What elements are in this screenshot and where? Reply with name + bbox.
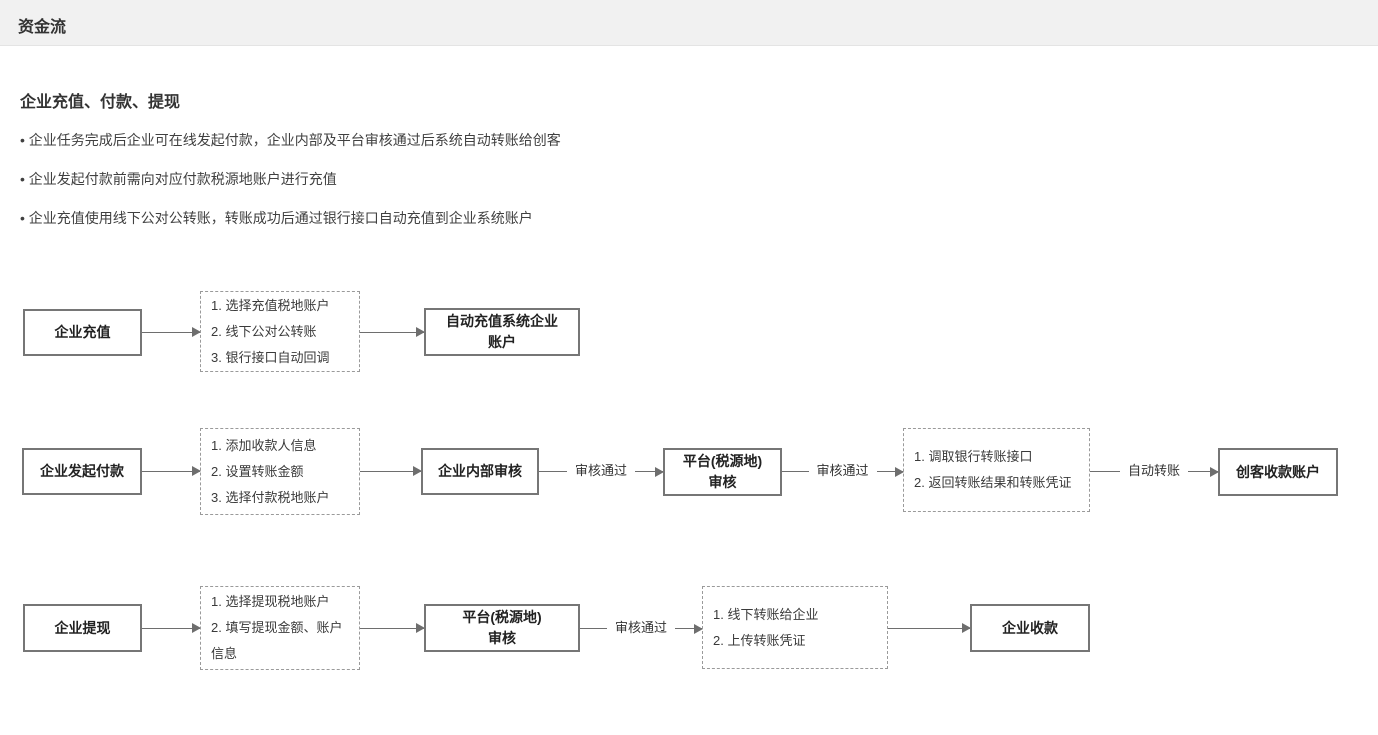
arrow-label: 审核通过 [575, 463, 628, 478]
node-internal-review: 企业内部审核 [421, 448, 539, 495]
flow-arrow [888, 623, 971, 633]
flow-arrow-labeled: 自动转账 [1090, 461, 1219, 481]
step-line: 2. 线下公对公转账 [211, 323, 317, 339]
arrow-label: 审核通过 [615, 620, 668, 635]
steps-payment: 1. 添加收款人信息 2. 设置转账金额 3. 选择付款税地账户 [200, 428, 360, 515]
node-maker-receiving-account: 创客收款账户 [1218, 448, 1338, 496]
node-label-line: 平台(税源地) [462, 609, 542, 625]
node-label: 创客收款账户 [1236, 463, 1320, 480]
arrow-head-icon [675, 627, 703, 629]
arrow-head-icon [1188, 470, 1219, 472]
bullet-item: 企业发起付款前需向对应付款税源地账户进行充值 [20, 169, 337, 189]
node-label: 企业发起付款 [40, 463, 124, 479]
step-line: 1. 调取银行转账接口 [914, 449, 1033, 464]
step-line: 3. 银行接口自动回调 [211, 349, 330, 365]
bullet-item: 企业任务完成后企业可在线发起付款，企业内部及平台审核通过后系统自动转账给创客 [20, 130, 561, 150]
node-enterprise-recharge: 企业充值 [23, 309, 142, 356]
steps-offline-transfer: 1. 线下转账给企业 2. 上传转账凭证 [702, 586, 888, 669]
flow-arrow [142, 623, 201, 633]
arrow-line [539, 470, 567, 472]
step-line: 1. 线下转账给企业 [713, 606, 819, 622]
flow-arrow [142, 466, 201, 476]
bullet-item: 企业充值使用线下公对公转账，转账成功后通过银行接口自动充值到企业系统账户 [20, 208, 533, 228]
steps-bank-transfer: 1. 调取银行转账接口 2. 返回转账结果和转账凭证 [903, 428, 1090, 512]
flow-arrow-labeled: 审核通过 [580, 618, 703, 638]
node-label-line: 审核 [488, 630, 516, 646]
steps-withdraw: 1. 选择提现税地账户 2. 填写提现金额、账户 信息 [200, 586, 360, 670]
steps-recharge: 1. 选择充值税地账户 2. 线下公对公转账 3. 银行接口自动回调 [200, 291, 360, 372]
node-label: 企业提现 [54, 619, 111, 636]
step-line: 2. 上传转账凭证 [713, 632, 806, 648]
section-heading: 企业充值、付款、提现 [20, 94, 181, 111]
node-label-line: 账户 [488, 334, 516, 350]
arrow-label: 审核通过 [816, 463, 869, 478]
step-line: 2. 填写提现金额、账户 [211, 620, 343, 635]
step-line: 1. 选择提现税地账户 [211, 594, 330, 609]
node-enterprise-withdraw: 企业提现 [23, 604, 142, 652]
node-label-line: 平台(税源地) [682, 453, 763, 469]
flow-arrow-labeled: 审核通过 [539, 461, 664, 481]
flow-arrow [142, 327, 201, 337]
arrow-head-icon [876, 470, 904, 472]
node-label: 企业收款 [1002, 619, 1058, 636]
step-line: 2. 设置转账金额 [211, 463, 304, 479]
node-label: 企业内部审核 [438, 463, 522, 479]
node-platform-review-withdraw: 平台(税源地) 审核 [424, 604, 580, 652]
step-line: 1. 选择充值税地账户 [211, 297, 330, 313]
arrow-head-icon [635, 470, 664, 472]
page-title: 资金流 [18, 19, 67, 36]
node-platform-review: 平台(税源地) 审核 [663, 448, 782, 496]
step-line: 2. 返回转账结果和转账凭证 [914, 475, 1072, 490]
arrow-label: 自动转账 [1128, 463, 1181, 478]
step-line: 3. 选择付款税地账户 [211, 489, 330, 505]
arrow-line [580, 627, 607, 629]
flow-arrow [360, 327, 425, 337]
node-label: 企业充值 [54, 324, 111, 340]
page-header-bar: 资金流 [0, 0, 1378, 46]
flow-arrow [360, 466, 422, 476]
arrow-line [782, 470, 809, 472]
flow-arrow-labeled: 审核通过 [782, 461, 904, 481]
node-enterprise-initiate-payment: 企业发起付款 [22, 448, 142, 495]
node-label-line: 自动充值系统企业 [446, 313, 558, 329]
arrow-line [1090, 470, 1120, 472]
step-line: 信息 [211, 646, 238, 661]
node-auto-recharge-system-account: 自动充值系统企业 账户 [424, 308, 580, 356]
node-enterprise-receive: 企业收款 [970, 604, 1090, 652]
step-line: 1. 添加收款人信息 [211, 437, 317, 453]
flow-arrow [360, 623, 425, 633]
node-label-line: 审核 [708, 474, 737, 490]
